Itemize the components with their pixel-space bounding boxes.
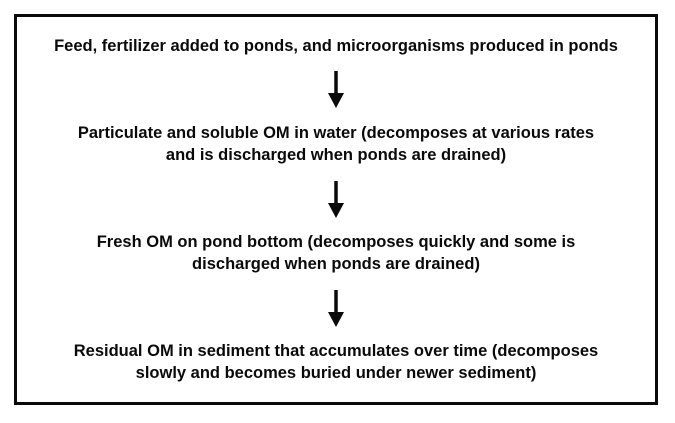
down-arrow-icon — [325, 180, 347, 218]
flow-node-om-in-water: Particulate and soluble OM in water (dec… — [77, 123, 595, 164]
flow-node-residual-om-sediment: Residual OM in sediment that accumulates… — [73, 342, 599, 383]
down-arrow-icon — [325, 70, 347, 109]
flowchart-border-box: Feed, fertilizer added to ponds, and mic… — [14, 14, 658, 405]
down-arrow-icon — [325, 289, 347, 327]
flow-node-fresh-om-pond-bottom: Fresh OM on pond bottom (decomposes quic… — [96, 233, 576, 274]
flow-node-pond-inputs: Feed, fertilizer added to ponds, and mic… — [54, 36, 618, 55]
